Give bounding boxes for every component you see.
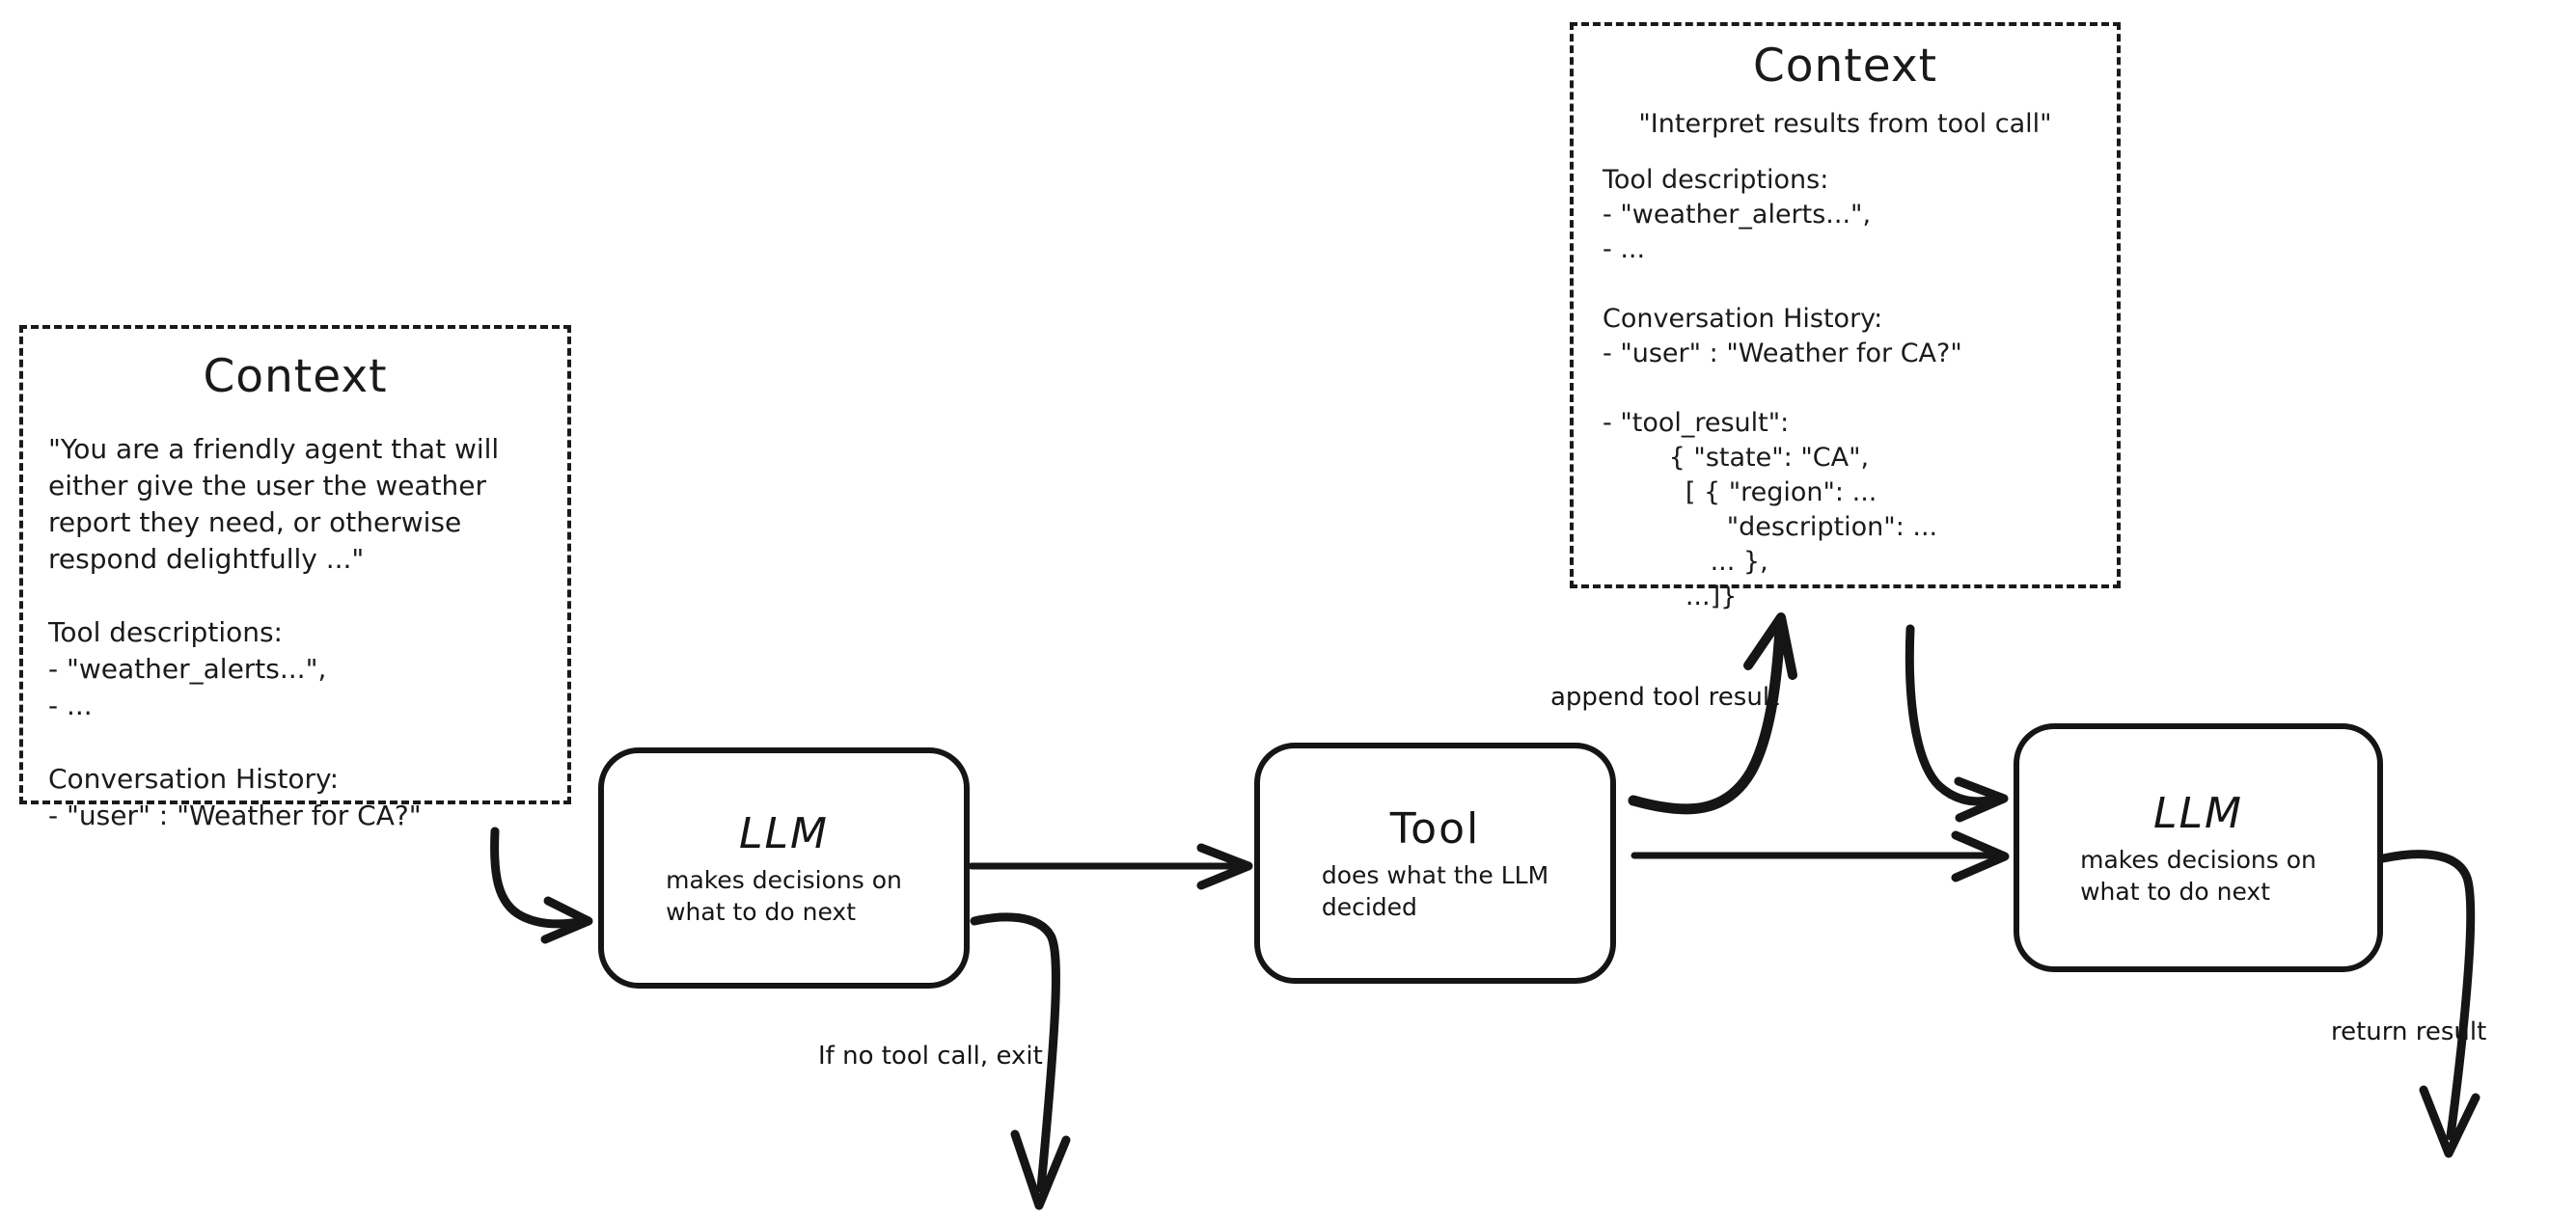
arrow-llm2-return	[2378, 850, 2480, 1158]
context-right-system-line: "Interpret results from tool call"	[1638, 108, 2052, 139]
context-left-body: "You are a friendly agent that will eith…	[48, 432, 500, 831]
edge-label-exit: If no tool call, exit	[818, 1042, 1043, 1071]
node-llm-first-subtitle: makes decisions on what to do next	[666, 865, 902, 926]
node-llm-first-title: LLM	[739, 808, 829, 858]
node-tool-subtitle: does what the LLM decided	[1321, 860, 1549, 921]
context-right-body: Tool descriptions: - "weather_alerts..."…	[1603, 164, 1962, 611]
context-right-title: Context	[1752, 40, 1938, 93]
arrow-llm1-to-tool	[968, 843, 1253, 890]
arrow-tool-to-llm2	[1631, 830, 2010, 882]
node-tool[interactable]: Tool does what the LLM decided	[1254, 743, 1616, 984]
node-llm-first[interactable]: LLM makes decisions on what to do next	[598, 747, 970, 989]
edge-label-return: return result	[2331, 1018, 2487, 1046]
arrow-context-to-llm1	[490, 827, 593, 944]
edge-label-append: append tool result	[1550, 683, 1780, 712]
context-box-right: Context "Interpret results from tool cal…	[1570, 22, 2121, 611]
node-llm-second-subtitle: makes decisions on what to do next	[2080, 845, 2316, 906]
node-llm-second[interactable]: LLM makes decisions on what to do next	[2014, 723, 2383, 972]
node-tool-title: Tool	[1389, 803, 1481, 854]
arrow-context-to-llm2	[1905, 624, 2009, 823]
context-box-left: Context "You are a friendly agent that w…	[19, 325, 571, 831]
arrow-tool-to-context	[1628, 612, 1797, 815]
context-left-title: Context	[203, 350, 388, 403]
node-llm-second-title: LLM	[2153, 788, 2243, 838]
